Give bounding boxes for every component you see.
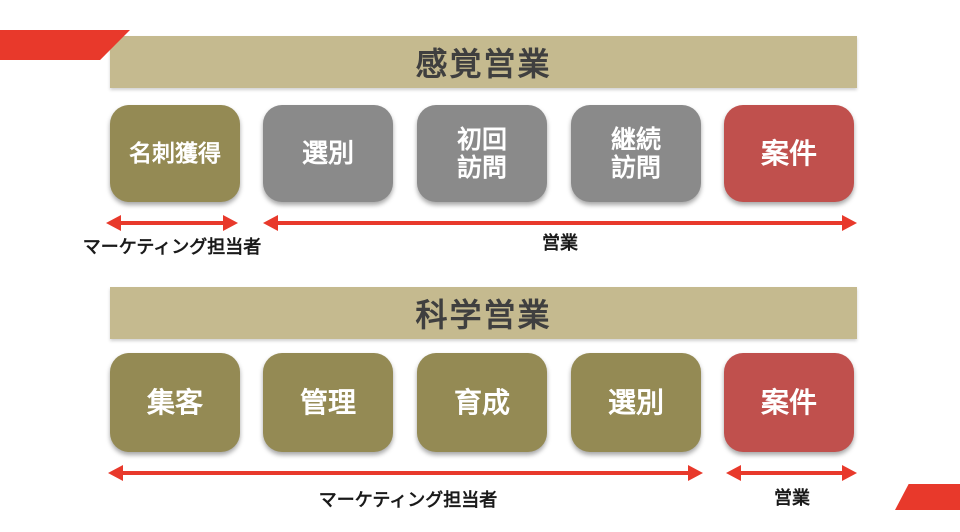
box-label: 選別	[607, 386, 664, 418]
label-sales-top: 営業	[542, 233, 578, 253]
double-arrow-marketing-range-top	[106, 215, 238, 231]
corner-accent-bottom-right	[895, 484, 960, 510]
box-attract-customers: 集客	[110, 353, 240, 452]
box-label: 初回 訪問	[456, 125, 507, 182]
box-deal-bottom: 案件	[724, 353, 854, 452]
box-label: 集客	[146, 386, 203, 418]
label-marketing-staff-bottom: マーケティング担当者	[318, 490, 498, 510]
section2-title: 科学営業	[415, 297, 552, 333]
arrowhead-right-icon	[688, 465, 703, 481]
section2-header-bar: 科学営業	[110, 287, 857, 339]
arrow-shaft	[739, 471, 844, 475]
arrowhead-left-icon	[108, 465, 123, 481]
label-sales-bottom: 営業	[774, 488, 810, 508]
box-deal-top: 案件	[724, 105, 854, 202]
box-label: 管理	[299, 386, 356, 418]
section1-header-bar: 感覚営業	[110, 36, 857, 88]
box-label: 継続 訪問	[610, 125, 661, 182]
box-screening-top: 選別	[263, 105, 393, 202]
box-first-visit: 初回 訪問	[417, 105, 547, 202]
arrowhead-right-icon	[223, 215, 238, 231]
label-marketing-staff-top: マーケティング担当者	[82, 237, 262, 257]
box-repeat-visit: 継続 訪問	[571, 105, 701, 202]
box-label: 選別	[301, 137, 354, 168]
arrowhead-right-icon	[842, 215, 857, 231]
box-manage: 管理	[263, 353, 393, 452]
arrowhead-right-icon	[842, 465, 857, 481]
arrowhead-left-icon	[263, 215, 278, 231]
double-arrow-sales-range-top	[263, 215, 857, 231]
arrowhead-left-icon	[106, 215, 121, 231]
box-label: 案件	[760, 137, 817, 169]
box-label: 案件	[760, 386, 817, 418]
box-screening-bottom: 選別	[571, 353, 701, 452]
box-label: 名刺獲得	[129, 139, 221, 166]
box-label: 育成	[453, 386, 510, 418]
box-business-card-acquisition: 名刺獲得	[110, 105, 240, 202]
double-arrow-sales-range-bottom	[726, 465, 857, 481]
double-arrow-marketing-range-bottom	[108, 465, 703, 481]
arrow-shaft	[119, 221, 225, 225]
arrowhead-left-icon	[726, 465, 741, 481]
box-nurture: 育成	[417, 353, 547, 452]
arrow-shaft	[276, 221, 844, 225]
section1-title: 感覚営業	[415, 46, 552, 82]
arrow-shaft	[121, 471, 690, 475]
